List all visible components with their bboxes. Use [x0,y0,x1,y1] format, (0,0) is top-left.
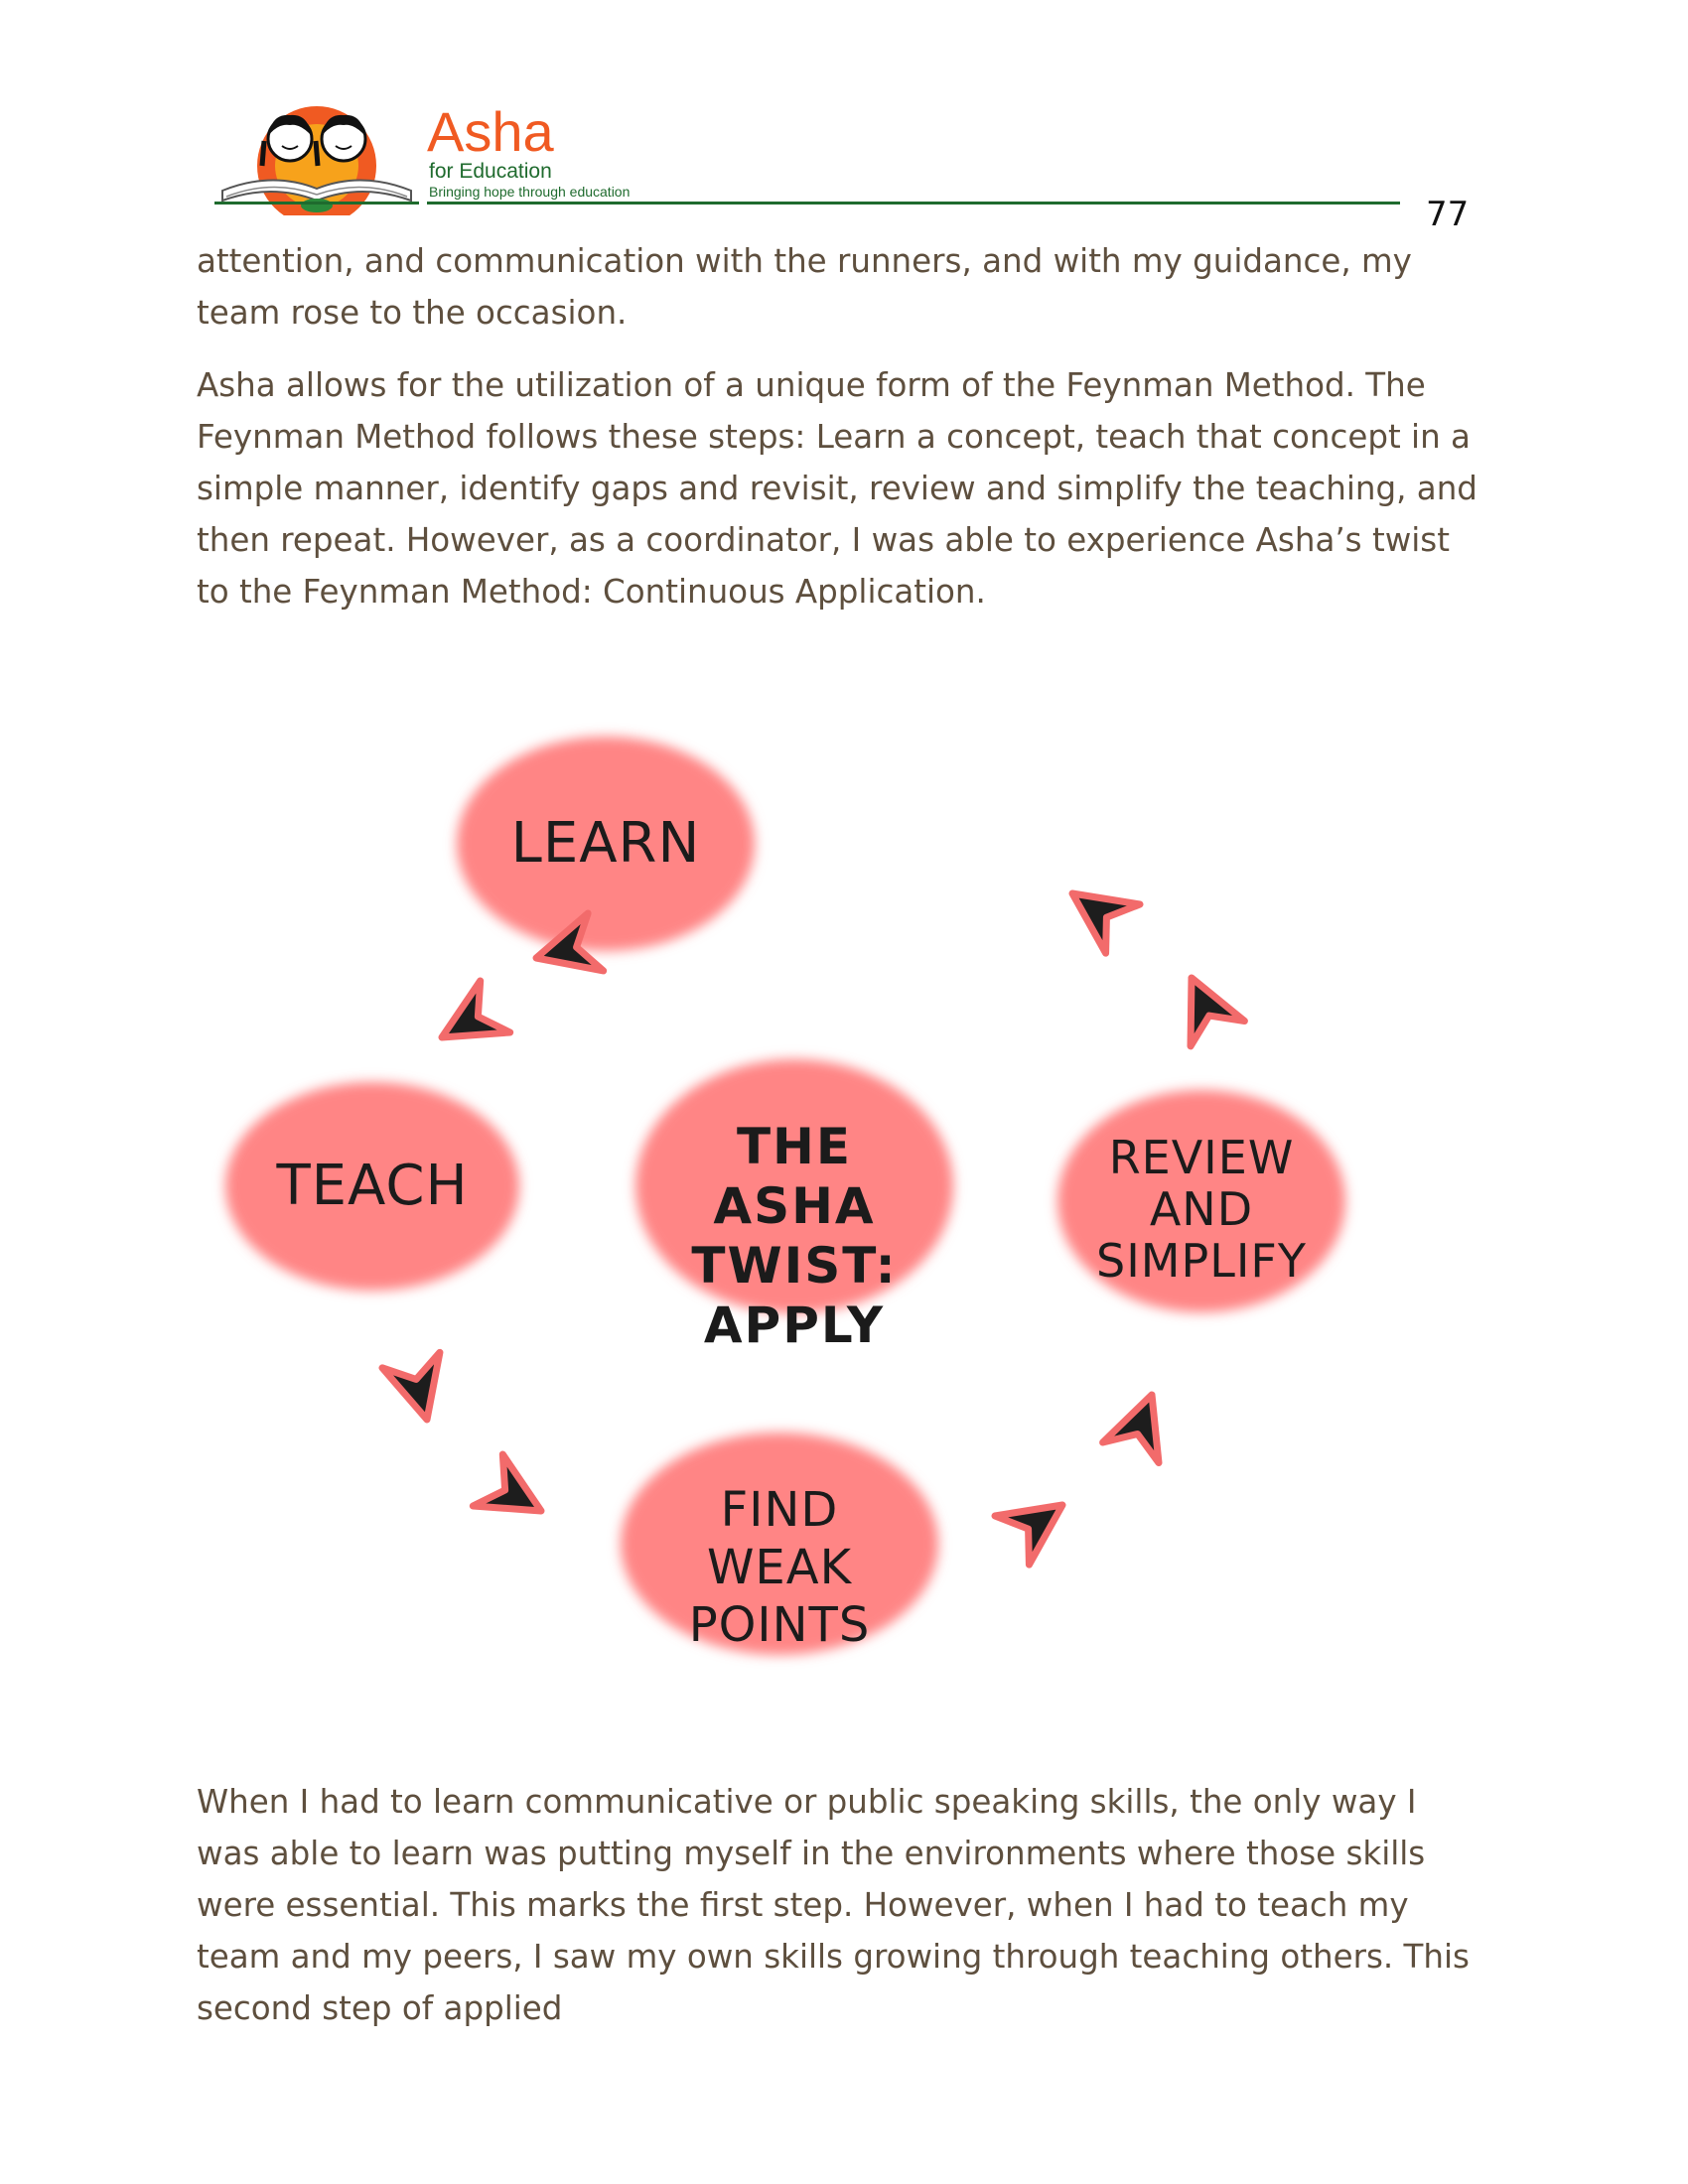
find-blob [621,1433,938,1655]
teach-blob [225,1082,519,1291]
header-rule [427,202,1400,205]
brand-subtitle: for Education [429,160,552,183]
learn-blob [457,737,755,951]
node-learn: LEARN [510,811,701,876]
diagram-canvas [225,737,1345,1655]
center-blob [635,1059,953,1313]
page-number: 77 [1426,195,1470,234]
paragraph-feynman: Asha allows for the utilization of a uni… [197,366,1477,611]
arrow-teach-to-find-1 [378,1348,444,1424]
arrow-learn-to-teach-2 [438,977,514,1041]
paragraph-intro: attention, and communication with the ru… [197,242,1412,332]
brand-name: Asha [427,100,554,163]
arrow-find-to-review-2 [1099,1391,1163,1467]
arrow-find-to-review-1 [991,1501,1066,1569]
arrow-learn-to-teach-1 [532,909,608,975]
arrow-review-to-learn-1 [1187,974,1248,1050]
brand-tagline: Bringing hope through education [429,184,631,200]
page-header: Asha for Education Bringing hope through… [0,0,1688,234]
paragraph-application: When I had to learn communicative or pub… [197,1783,1470,2027]
arrow-teach-to-find-2 [469,1450,545,1515]
node-review-simplify: REVIEW AND SIMPLIFY [1096,1131,1307,1288]
review-blob [1057,1090,1345,1312]
node-teach: TEACH [276,1154,469,1218]
arrow-review-to-learn-2 [1068,889,1144,957]
node-find-weak-points: FIND WEAK POINTS [688,1482,871,1653]
node-center-apply: THE ASHA TWIST: APPLY [691,1118,898,1354]
header-rule-left [214,202,419,205]
asha-logo-icon [221,106,412,215]
feynman-cycle-diagram: LEARN TEACH THE ASHA TWIST: APPLY REVIEW… [199,735,1390,1655]
